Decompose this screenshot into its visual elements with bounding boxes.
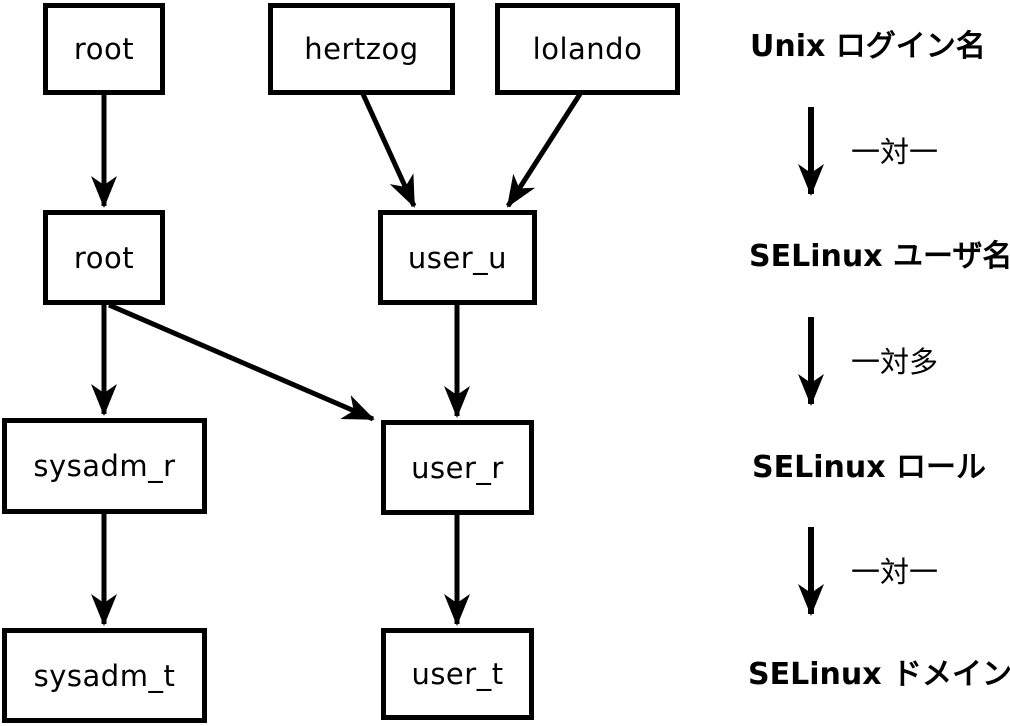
node-domain-user_t: user_t: [381, 628, 534, 720]
legend-level-selinux-user: SELinux ユーザ名: [749, 239, 1010, 274]
node-label: sysadm_t: [33, 658, 176, 693]
node-user-user_u: user_u: [378, 210, 537, 305]
node-role-sysadm_r: sysadm_r: [2, 418, 207, 514]
edge-hertzog-to-user_u: [360, 92, 417, 208]
node-label: root: [73, 240, 135, 275]
legend-level-selinux-domain: SELinux ドメイン: [748, 657, 1010, 692]
legend-relation-one-to-many: 一対多: [851, 345, 939, 379]
node-login-hertzog: hertzog: [268, 3, 455, 95]
node-label: lolando: [532, 32, 643, 66]
node-label: user_u: [407, 240, 508, 275]
node-user-root: root: [43, 210, 165, 305]
node-label: hertzog: [304, 32, 419, 66]
node-label: user_r: [411, 450, 504, 485]
edge-lolando-to-user_u: [505, 92, 583, 208]
node-label: root: [73, 32, 135, 66]
node-label: sysadm_r: [33, 449, 176, 483]
legend-level-selinux-role: SELinux ロール: [752, 450, 987, 485]
node-domain-sysadm_t: sysadm_t: [2, 628, 207, 723]
node-login-root: root: [43, 3, 165, 95]
node-role-user_r: user_r: [381, 420, 534, 515]
edge-root-user-to-user_r: [108, 302, 375, 422]
legend-relation-one-to-one-1: 一対一: [851, 135, 939, 169]
legend-level-unix-login: Unix ログイン名: [750, 29, 986, 64]
node-label: user_t: [411, 657, 504, 691]
node-login-lolando: lolando: [495, 3, 680, 95]
legend-relation-one-to-one-2: 一対一: [851, 555, 939, 589]
